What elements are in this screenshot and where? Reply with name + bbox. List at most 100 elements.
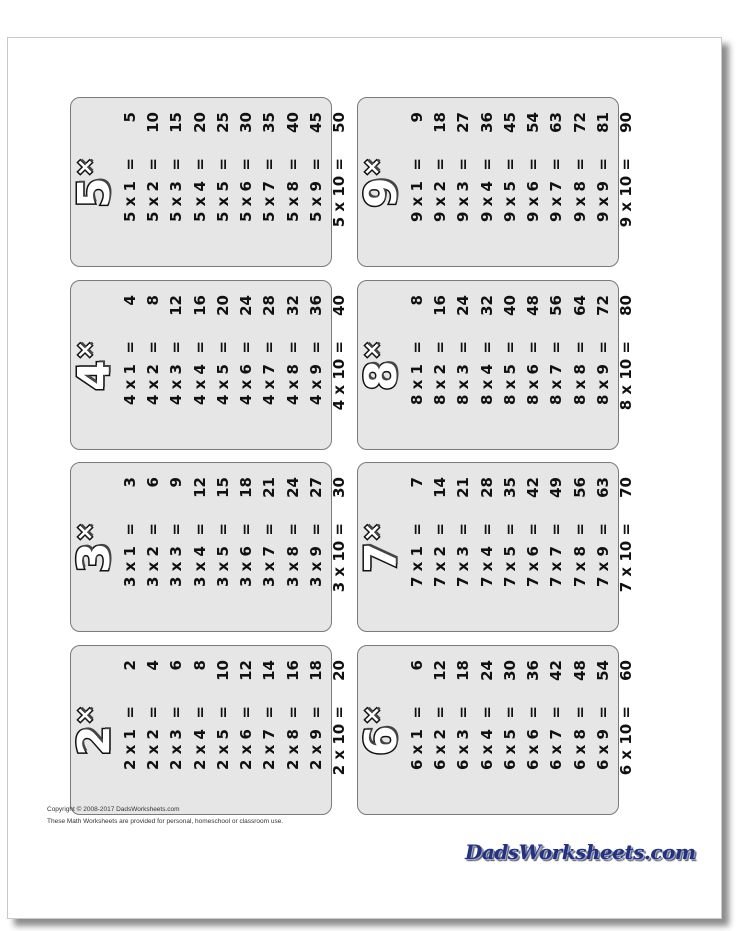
product: 9 xyxy=(407,112,426,123)
times-symbol-icon: × xyxy=(359,339,387,360)
equation: 7 x 3 = xyxy=(454,523,473,588)
product: 35 xyxy=(260,112,279,133)
table-row: 6 x 4 =24 xyxy=(475,646,498,816)
table-row: 7 x 7 = 49 xyxy=(545,463,568,633)
product: 28 xyxy=(477,477,496,498)
product: 81 xyxy=(594,112,613,133)
equation: 5 x 8 = xyxy=(283,158,302,223)
product: 18 xyxy=(430,112,449,133)
product: 30 xyxy=(237,112,256,133)
table-row: 8 x 2 = 16 xyxy=(428,281,451,451)
product: 21 xyxy=(454,477,473,498)
product: 15 xyxy=(167,112,186,133)
product: 36 xyxy=(524,660,543,681)
table-row: 5 x 1 =5 xyxy=(118,98,141,268)
equation: 8 x 10 = xyxy=(617,341,636,411)
product: 49 xyxy=(547,477,566,498)
table-row: 3 x 4 =12 xyxy=(188,463,211,633)
table-row: 7 x 10 =70 xyxy=(615,463,638,633)
product: 20 xyxy=(190,112,209,133)
equation: 7 x 7 = xyxy=(547,523,566,588)
product: 27 xyxy=(307,477,326,498)
equation: 6 x 7 = xyxy=(547,706,566,771)
equation: 3 x 3 = xyxy=(167,523,186,588)
equation: 2 x 3 = xyxy=(167,706,186,771)
table-row: 8 x 1 =8 xyxy=(405,281,428,451)
product: 30 xyxy=(500,660,519,681)
product: 60 xyxy=(617,660,636,681)
table-row: 8 x 5 =40 xyxy=(498,281,521,451)
equation: 4 x 5 = xyxy=(213,341,232,406)
table-row: 5 x 2 =10 xyxy=(141,98,164,268)
table-row: 4 x 4 =16 xyxy=(188,281,211,451)
table-row: 8 x 9 =72 xyxy=(591,281,614,451)
equation: 2 x 1 = xyxy=(120,706,139,771)
product: 32 xyxy=(283,295,302,316)
equation: 8 x 3 = xyxy=(454,341,473,406)
times-table-number: 9 xyxy=(355,176,409,210)
equation: 8 x 2 = xyxy=(430,341,449,406)
equation: 2 x 9 = xyxy=(307,706,326,771)
times-table-heading: 2× xyxy=(68,663,122,799)
equation: 7 x 8 = xyxy=(570,523,589,588)
equation: 3 x 10 = xyxy=(330,523,349,593)
product: 56 xyxy=(570,477,589,498)
equation: 3 x 9 = xyxy=(307,523,326,588)
product: 45 xyxy=(307,112,326,133)
table-row: 7 x 6 =42 xyxy=(521,463,544,633)
equation: 2 x 5 = xyxy=(213,706,232,771)
product: 40 xyxy=(283,112,302,133)
product: 6 xyxy=(167,660,186,671)
times-symbol-icon: × xyxy=(72,521,100,542)
dadsworksheets-logo: DadsWorksheets.com xyxy=(465,840,696,864)
product: 24 xyxy=(283,477,302,498)
equation: 7 x 9 = xyxy=(594,523,613,588)
table-row: 7 x 4 =28 xyxy=(475,463,498,633)
product: 36 xyxy=(307,295,326,316)
times-table-heading: 9× xyxy=(355,115,409,251)
equation: 8 x 7 = xyxy=(547,341,566,406)
product: 15 xyxy=(213,477,232,498)
equation: 4 x 8 = xyxy=(283,341,302,406)
equation: 7 x 10 = xyxy=(617,523,636,593)
product: 63 xyxy=(547,112,566,133)
equation: 6 x 6 = xyxy=(524,706,543,771)
times-symbol-icon: × xyxy=(72,339,100,360)
product: 16 xyxy=(190,295,209,316)
table-row: 3 x 5 = 15 xyxy=(211,463,234,633)
product: 6 xyxy=(407,660,426,671)
equation: 9 x 3 = xyxy=(454,158,473,223)
product: 63 xyxy=(594,477,613,498)
product: 35 xyxy=(500,477,519,498)
equation: 6 x 2 = xyxy=(430,706,449,771)
product: 14 xyxy=(430,477,449,498)
equation: 9 x 4 = xyxy=(477,158,496,223)
table-row: 8 x 8 =64 xyxy=(568,281,591,451)
product: 12 xyxy=(430,660,449,681)
equation: 3 x 5 = xyxy=(213,523,232,588)
times-symbol-icon: × xyxy=(72,704,100,725)
table-row: 9 x 5 =45 xyxy=(498,98,521,268)
product: 80 xyxy=(617,295,636,316)
copyright-text: Copyright © 2008-2017 DadsWorksheets.com xyxy=(47,806,180,813)
equation: 4 x 2 = xyxy=(143,341,162,406)
product: 3 xyxy=(120,477,139,488)
equation: 5 x 3 = xyxy=(167,158,186,223)
table-row: 6 x 6 = 36 xyxy=(521,646,544,816)
product: 16 xyxy=(430,295,449,316)
equation: 5 x 1 = xyxy=(120,158,139,223)
equation: 8 x 9 = xyxy=(594,341,613,406)
table-row: 4 x 9 =36 xyxy=(304,281,327,451)
equation: 6 x 5 = xyxy=(500,706,519,771)
times-table-heading: 4× xyxy=(68,298,122,434)
equation: 5 x 5 = xyxy=(213,158,232,223)
equation: 6 x 9 = xyxy=(594,706,613,771)
equation: 4 x 10 = xyxy=(330,341,349,411)
table-row: 3 x 8 =24 xyxy=(281,463,304,633)
table-row: 8 x 10 = 80 xyxy=(615,281,638,451)
